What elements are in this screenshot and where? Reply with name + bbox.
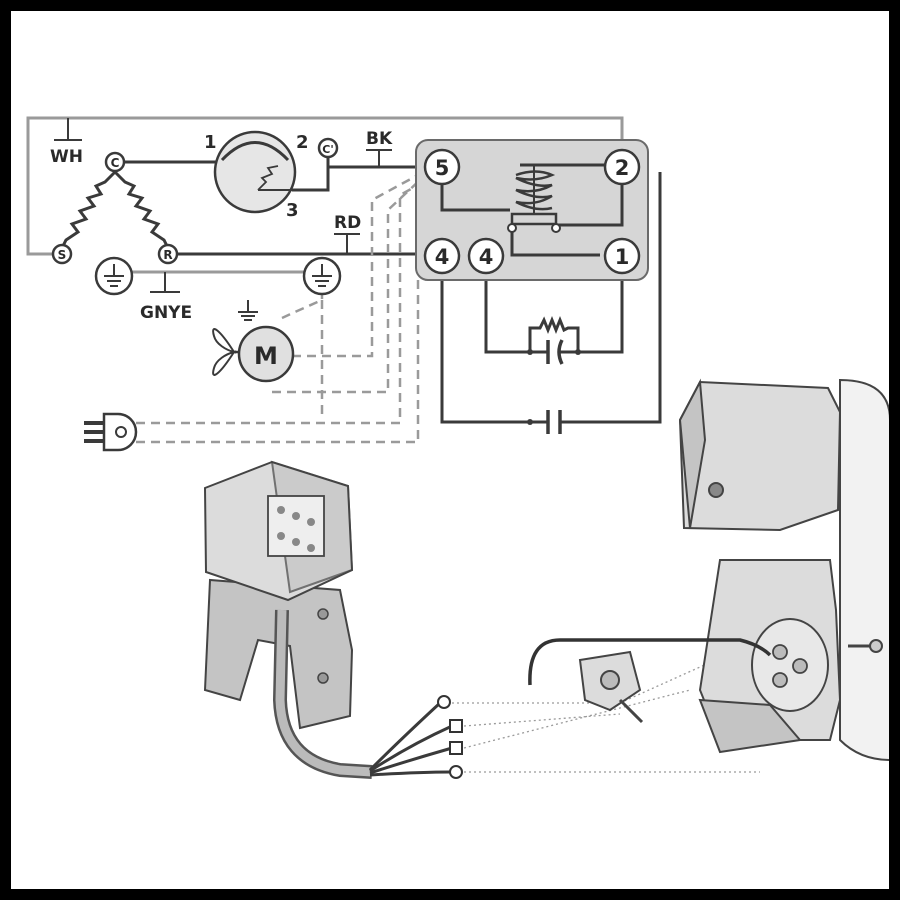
run-cap-wire-left xyxy=(440,272,530,424)
overload-clip-illustration xyxy=(528,638,772,724)
bleed-resistor xyxy=(528,315,580,352)
wh-label: WH xyxy=(50,147,83,167)
protector-body xyxy=(213,130,297,214)
dotted-connections xyxy=(452,639,761,773)
protector-to-cprime-wire xyxy=(292,154,330,192)
plug-to-relay-dash-1 xyxy=(136,181,423,425)
protector-bimetal xyxy=(220,141,290,162)
fan-blade-icon xyxy=(212,328,244,376)
lead-3 xyxy=(369,746,453,775)
rd-label: RD xyxy=(334,213,361,233)
lead-1 xyxy=(368,701,442,772)
relay-terminal-4b-label: 4 xyxy=(479,245,494,269)
ground-left xyxy=(94,256,134,296)
relay-terminal-4a xyxy=(423,237,461,275)
run-capacitor xyxy=(527,410,578,434)
mount-tab xyxy=(698,698,802,754)
ground-right xyxy=(302,256,342,296)
cprime-terminal-group: C' xyxy=(317,137,339,159)
bk-label-group: BK xyxy=(366,129,393,167)
plug-to-relay-dash-2 xyxy=(136,270,420,444)
lead-2 xyxy=(369,724,453,773)
terminal-cover xyxy=(678,380,842,532)
motor-to-relay-dash-2 xyxy=(272,179,421,394)
protector-terminal-3: 3 xyxy=(286,200,299,221)
compressor-windings: C S R xyxy=(51,151,179,265)
fan-motor: M xyxy=(212,300,295,383)
terminal-r-label: R xyxy=(163,248,172,262)
relay-armature xyxy=(510,212,558,226)
outer-loop-wire xyxy=(26,116,624,256)
diagram-canvas: WH C S R 1 2 3 C' BK RD xyxy=(11,11,889,889)
wh-label-group: WH xyxy=(50,118,83,167)
relay-terminal-4b xyxy=(467,237,505,275)
bk-label: BK xyxy=(366,129,393,149)
power-plug-icon xyxy=(84,412,138,452)
wiring-diagram: WH C S R 1 2 3 C' BK RD xyxy=(26,116,889,779)
protector-terminal-1: 1 xyxy=(204,132,217,153)
compressor-illustration xyxy=(678,378,889,761)
relay-terminal-5 xyxy=(423,148,461,186)
protector-terminal-2: 2 xyxy=(296,132,309,153)
terminal-c-label: C xyxy=(111,156,120,170)
terminal-s xyxy=(51,243,73,265)
relay-terminal-2-label: 2 xyxy=(615,156,630,180)
relay-terminal-2 xyxy=(603,148,641,186)
relay-terminal-5-label: 5 xyxy=(435,156,450,180)
compressor-shell xyxy=(839,378,889,761)
relay-housing-illustration xyxy=(203,460,463,779)
gnye-label-group: GNYE xyxy=(140,272,192,323)
relay-terminal-1 xyxy=(603,237,641,275)
terminal-plate xyxy=(751,618,829,712)
clip-lead xyxy=(528,638,772,686)
start-winding xyxy=(60,170,117,249)
run-winding xyxy=(113,170,170,249)
terminal-r xyxy=(157,243,179,265)
housing-mount-bracket xyxy=(203,578,354,730)
rd-label-group: RD xyxy=(334,213,361,254)
relay-terminal-4a-label: 4 xyxy=(435,245,450,269)
screw-icon xyxy=(848,639,883,653)
run-cap-wire-right xyxy=(578,172,662,424)
terminal-s-label: S xyxy=(58,248,67,262)
motor-ground-icon xyxy=(238,300,258,321)
relay-terminal-1-label: 1 xyxy=(615,245,630,269)
schematic-wires xyxy=(26,116,662,424)
motor-body xyxy=(237,325,295,383)
start-relay: 5 2 4 4 1 xyxy=(415,139,649,281)
start-cap-wire-right xyxy=(578,272,624,354)
protector-heater xyxy=(257,165,279,191)
lead-4 xyxy=(369,770,451,777)
motor-to-relay-dash-1 xyxy=(292,173,419,358)
overload-protector: 1 2 3 xyxy=(204,130,309,221)
start-cap-wire-left xyxy=(484,272,530,354)
relay-internal-1 xyxy=(510,228,600,257)
motor-label: M xyxy=(254,342,278,370)
housing-terminal-block xyxy=(267,495,325,557)
gnye-label: GNYE xyxy=(140,303,192,323)
terminal-cprime xyxy=(317,137,339,159)
relay-internal-2 xyxy=(556,172,624,227)
start-capacitor xyxy=(527,315,581,365)
terminal-c xyxy=(104,151,126,173)
terminal-cprime-label: C' xyxy=(322,143,333,156)
